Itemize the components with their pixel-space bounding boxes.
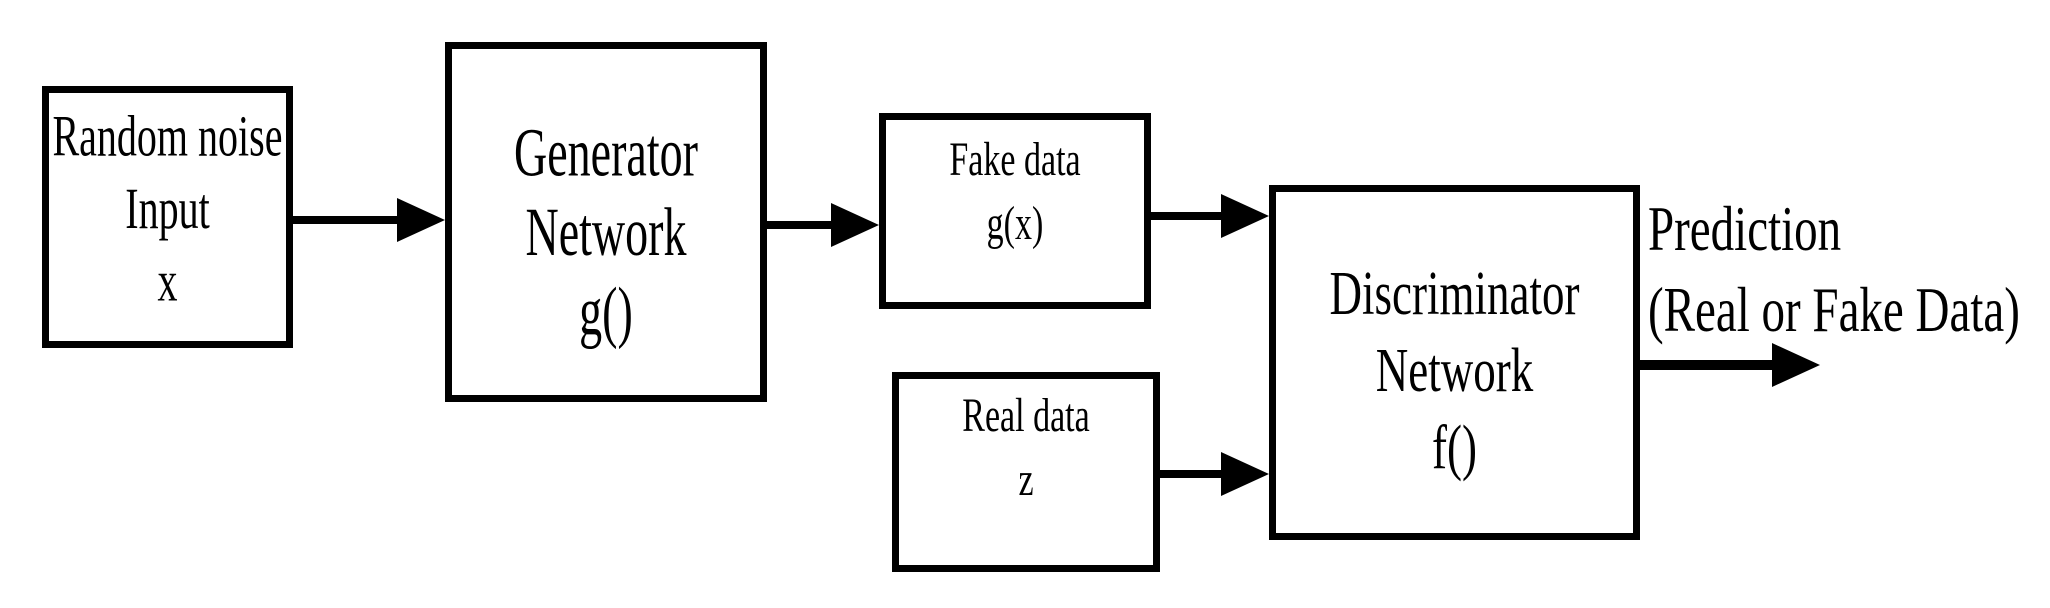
- node-real-data: Real data z: [892, 372, 1160, 572]
- arrow-head-icon: [1221, 452, 1269, 496]
- arrow-head-icon: [1772, 343, 1820, 387]
- prediction-label-line: (Real or Fake Data): [1648, 275, 2020, 346]
- arrow-head-icon: [831, 203, 879, 247]
- node-label-line: g(): [579, 272, 633, 349]
- arrow-real-data-to-discriminator: [1160, 452, 1269, 496]
- node-generator-network: Generator Network g(): [445, 42, 767, 402]
- node-label-line: Discriminator: [1329, 257, 1580, 328]
- node-discriminator-network: Discriminator Network f(): [1269, 185, 1640, 540]
- arrow-head-icon: [397, 198, 445, 242]
- node-label-line: Fake data: [949, 134, 1081, 186]
- arrow-noise-to-generator: [293, 198, 445, 242]
- node-discriminator-text: Discriminator Network f(): [1330, 255, 1580, 486]
- node-random-noise-text: Random noise Input x: [53, 100, 283, 318]
- arrow-fake-data-to-discriminator: [1151, 194, 1269, 238]
- arrow-head-icon: [1221, 194, 1269, 238]
- node-fake-data-text: Fake data g(x): [949, 129, 1080, 258]
- prediction-label-line: Prediction: [1648, 194, 1842, 265]
- node-real-data-text: Real data z: [962, 385, 1089, 514]
- arrow-discriminator-to-prediction: [1640, 343, 1820, 387]
- prediction-output-label: Prediction (Real or Fake Data): [1648, 189, 2020, 351]
- node-label-line: Network: [1375, 334, 1534, 405]
- node-label-line: Input: [125, 175, 210, 241]
- node-label-line: Generator: [514, 113, 698, 190]
- arrow-generator-to-fake-data: [767, 203, 879, 247]
- node-label-line: Random noise: [52, 103, 283, 169]
- node-label-line: x: [157, 248, 178, 314]
- node-label-line: z: [1018, 454, 1034, 507]
- node-label-line: Real data: [962, 390, 1090, 442]
- node-label-line: Network: [525, 192, 687, 270]
- node-label-line: f(): [1432, 411, 1477, 482]
- node-random-noise-input: Random noise Input x: [42, 86, 293, 348]
- node-fake-data: Fake data g(x): [879, 113, 1151, 309]
- node-label-line: g(x): [986, 198, 1044, 251]
- node-generator-text: Generator Network g(): [514, 112, 698, 351]
